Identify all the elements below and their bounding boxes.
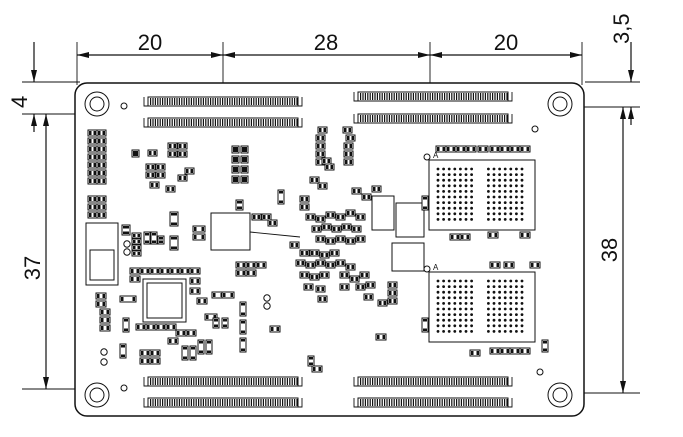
connector-bottom-right-b bbox=[353, 397, 513, 408]
dim-top-left: 20 bbox=[138, 30, 162, 55]
mounting-holes bbox=[84, 91, 573, 408]
connector-top-right-a bbox=[353, 91, 513, 102]
connector-top-right-b bbox=[353, 113, 513, 124]
dim-left-height: 37 bbox=[20, 256, 45, 280]
dim-right-top-offset: 3,5 bbox=[609, 13, 634, 44]
connector-top-left-b bbox=[143, 117, 303, 128]
dim-right-height: 38 bbox=[597, 238, 622, 262]
board-connectors bbox=[143, 91, 513, 408]
connector-bottom-left-a bbox=[143, 376, 303, 387]
bga-ball-arrays bbox=[436, 167, 524, 333]
dim-top-right: 20 bbox=[494, 30, 518, 55]
bga-balls-lower bbox=[436, 279, 524, 333]
connector-bottom-right-a bbox=[353, 376, 513, 387]
pin1-marker-upper: A bbox=[433, 151, 439, 160]
passive-components bbox=[87, 126, 549, 373]
dim-top-middle: 28 bbox=[314, 30, 338, 55]
bga-balls-upper bbox=[436, 167, 524, 221]
large-components bbox=[85, 153, 536, 343]
pin1-marker-lower: A bbox=[433, 263, 439, 272]
connector-bottom-left-b bbox=[143, 397, 303, 408]
dim-left-top-offset: 4 bbox=[7, 96, 32, 108]
connector-top-left-a bbox=[143, 96, 303, 107]
